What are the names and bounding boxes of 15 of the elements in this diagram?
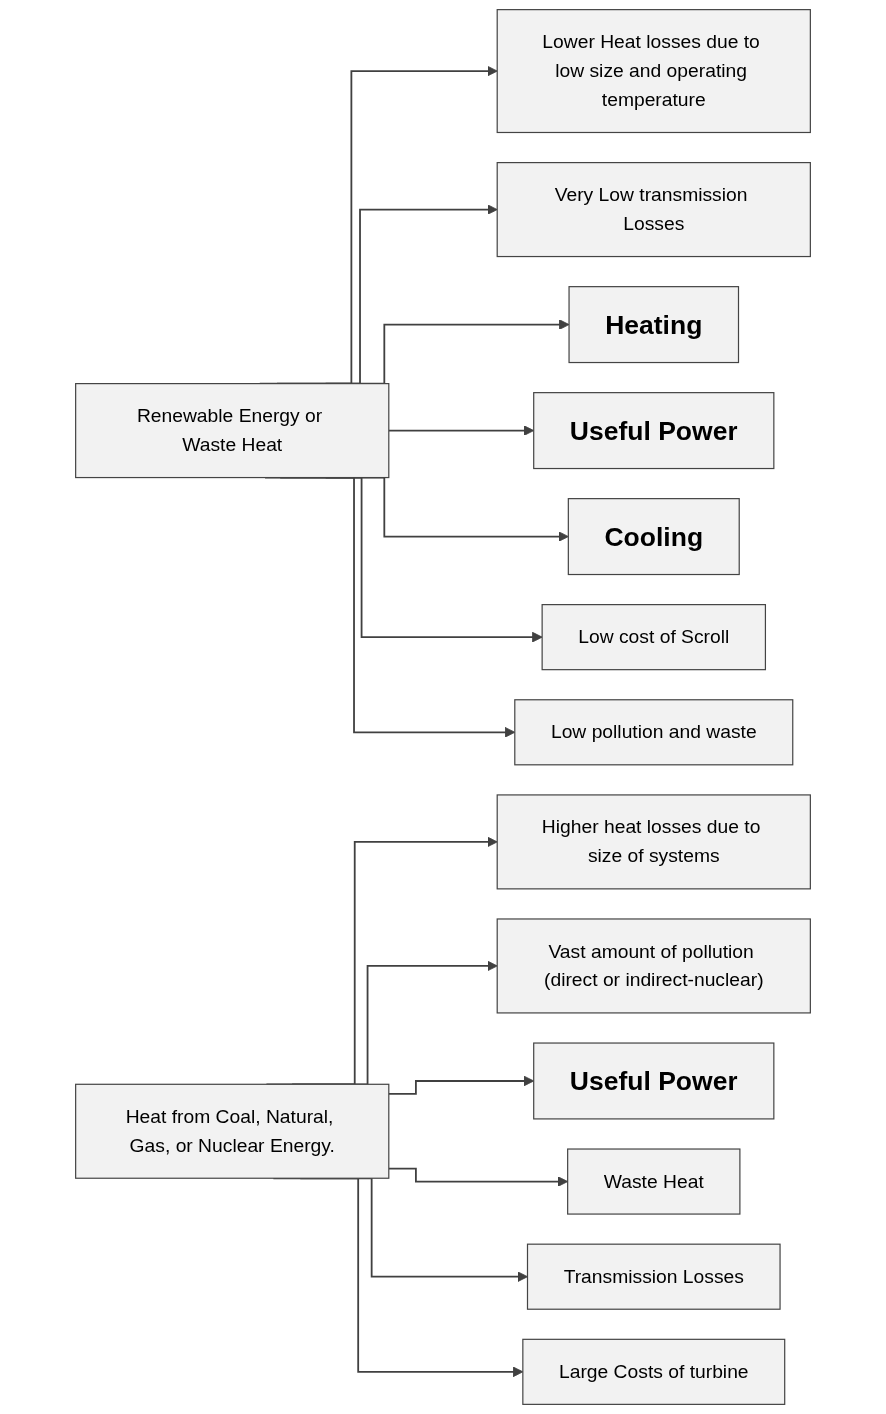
node-box: Renewable Energy or Waste Heat (75, 383, 390, 479)
node-box: Waste Heat (567, 1148, 741, 1215)
node-box: Higher heat losses due to size of systems (496, 794, 811, 890)
node-box: Vast amount of pollution (direct or indirect-nuclear) (496, 918, 811, 1014)
node-box: Cooling (567, 498, 740, 576)
node-box: Very Low transmission Losses (496, 162, 811, 258)
node-box: Large Costs of turbine (522, 1338, 786, 1405)
node-box: Low pollution and waste (514, 699, 794, 766)
node-box: Heating (568, 286, 740, 364)
node-box: Useful Power (533, 1042, 775, 1120)
node-box: Lower Heat losses due to low size and operating temperature (496, 9, 811, 134)
node-box: Transmission Losses (526, 1243, 781, 1310)
node-box: Heat from Coal, Natural, Gas, or Nuclear Energy. (75, 1083, 390, 1179)
node-box: Low cost of Scroll (541, 604, 766, 671)
node-box: Useful Power (533, 392, 775, 470)
